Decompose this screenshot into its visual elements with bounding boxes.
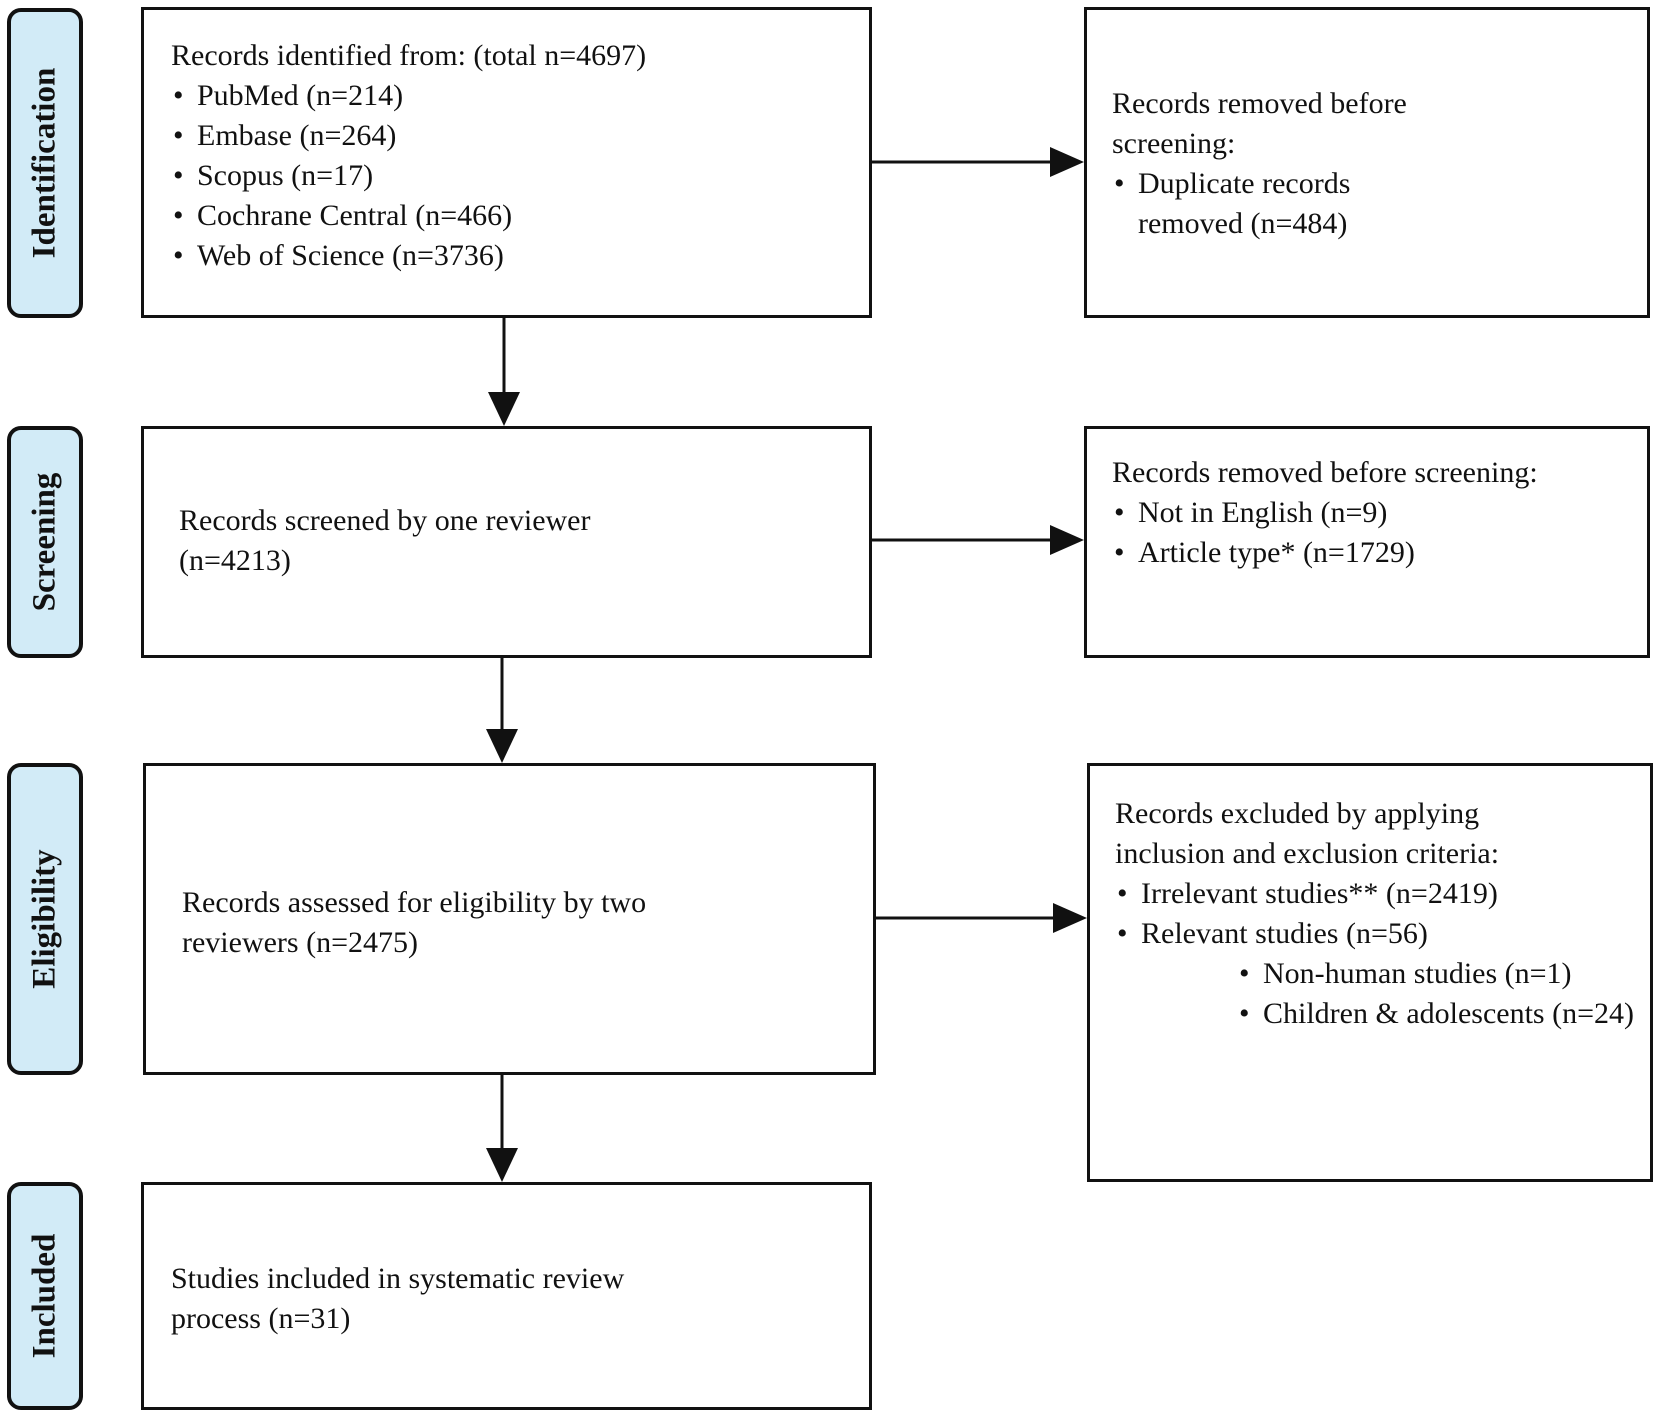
screened-line1: Records screened by one reviewer: [179, 504, 591, 537]
included-box: Studies included in systematic review pr…: [141, 1182, 872, 1410]
arrow-identification-to-duplicates: [872, 147, 1084, 177]
arrow-eligibility-to-included: [486, 1075, 518, 1182]
eligibility-box: Records assessed for eligibility by two …: [143, 763, 876, 1075]
phase-eligibility: Eligibility: [7, 763, 83, 1075]
children-line2: (n=24): [1552, 997, 1635, 1030]
duplicates-item-line2: removed (n=484): [1138, 207, 1348, 240]
arrow-screening-to-removed: [872, 525, 1084, 555]
screening-removed-item: Not in English (n=9): [1112, 493, 1647, 533]
source-item: Scopus (n=17): [171, 156, 869, 196]
phase-identification: Identification: [7, 8, 83, 318]
included-line1: Studies included in systematic review: [171, 1262, 625, 1295]
duplicates-list: Duplicate records removed (n=484): [1112, 164, 1647, 244]
eligibility-line1: Records assessed for eligibility by two: [182, 886, 647, 919]
phase-included: Included: [7, 1182, 83, 1410]
duplicates-item: Duplicate records removed (n=484): [1112, 164, 1647, 244]
relevant-sublist: Non-human studies (n=1) Children & adole…: [1115, 954, 1650, 1034]
phase-screening: Screening: [7, 426, 83, 658]
excluded-heading-line1: Records excluded by applying: [1115, 797, 1480, 830]
duplicates-removed-box: Records removed before screening: Duplic…: [1084, 7, 1650, 318]
duplicates-heading-line2: screening:: [1112, 127, 1236, 160]
identification-heading: Records identified from: (total n=4697): [171, 39, 647, 72]
screening-removed-heading: Records removed before screening:: [1112, 456, 1538, 489]
arrow-eligibility-to-excluded: [876, 903, 1087, 933]
source-item: PubMed (n=214): [171, 76, 869, 116]
eligibility-line2: reviewers (n=2475): [182, 926, 419, 959]
excluded-heading-line2: inclusion and exclusion criteria:: [1115, 837, 1500, 870]
arrow-identification-to-screening: [488, 318, 520, 426]
source-item: Cochrane Central (n=466): [171, 196, 869, 236]
screening-removed-box: Records removed before screening: Not in…: [1084, 426, 1650, 658]
source-item: Web of Science (n=3736): [171, 236, 869, 276]
identification-box: Records identified from: (total n=4697) …: [141, 7, 872, 318]
arrow-screening-to-eligibility: [486, 658, 518, 763]
screened-line2: (n=4213): [179, 544, 291, 577]
excluded-box: Records excluded by applying inclusion a…: [1087, 763, 1653, 1182]
relevant-subitem: Non-human studies (n=1): [1237, 954, 1650, 994]
screening-removed-item: Article type* (n=1729): [1112, 533, 1647, 573]
children-line1: Children & adolescents: [1263, 997, 1545, 1030]
relevant-subitem: Children & adolescents (n=24): [1237, 994, 1650, 1034]
duplicates-item-line1: Duplicate records: [1138, 167, 1351, 200]
screening-removed-list: Not in English (n=9) Article type* (n=17…: [1112, 493, 1647, 573]
excluded-item: Irrelevant studies** (n=2419): [1115, 874, 1650, 914]
screened-box: Records screened by one reviewer (n=4213…: [141, 426, 872, 658]
source-item: Embase (n=264): [171, 116, 869, 156]
excluded-item: Relevant studies (n=56): [1115, 914, 1650, 954]
duplicates-heading-line1: Records removed before: [1112, 87, 1407, 120]
excluded-list: Irrelevant studies** (n=2419) Relevant s…: [1115, 874, 1650, 954]
included-line2: process (n=31): [171, 1302, 351, 1335]
source-list: PubMed (n=214) Embase (n=264) Scopus (n=…: [171, 76, 869, 276]
